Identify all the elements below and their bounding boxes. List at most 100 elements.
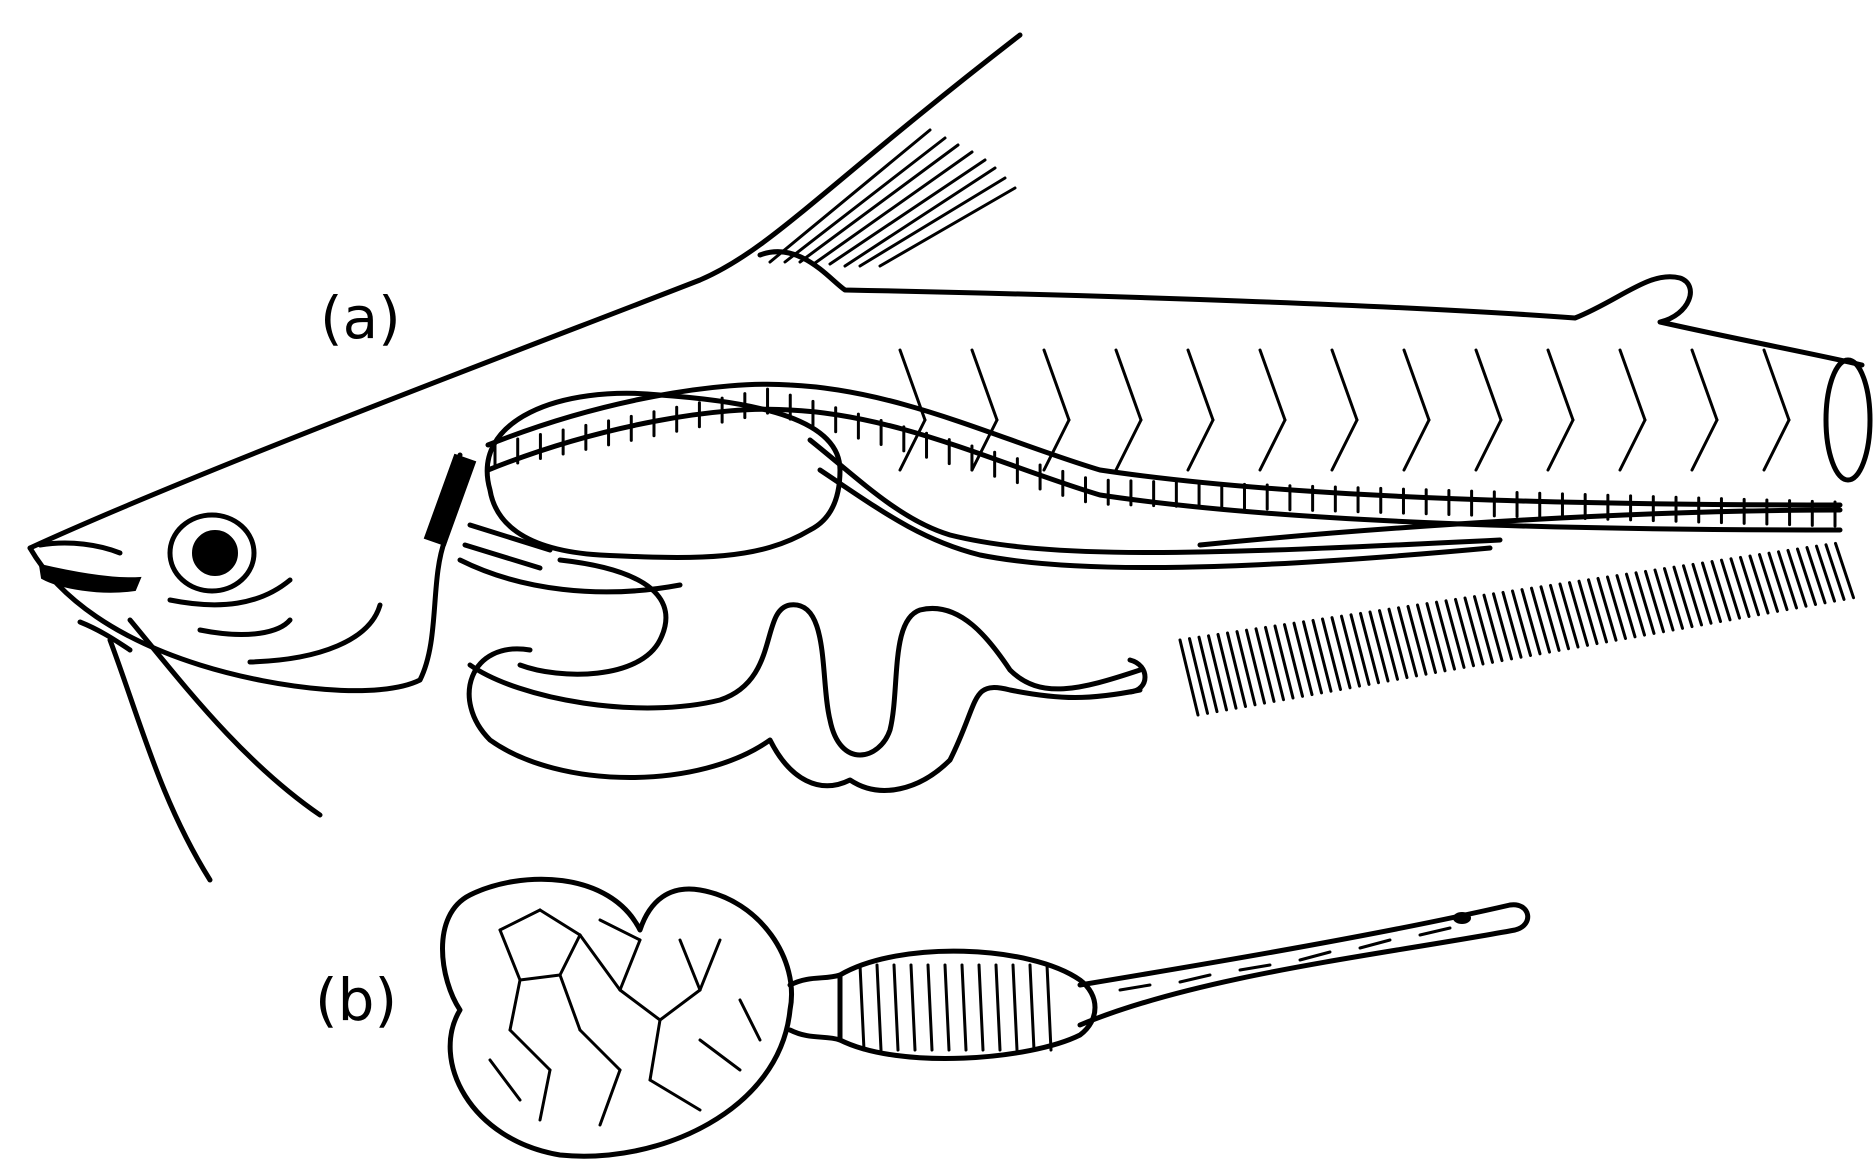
- myomere-chevron: [972, 350, 997, 420]
- bladder-cell-wall: [700, 1040, 740, 1070]
- anal-fin-ray: [1247, 630, 1265, 703]
- anal-fin-ray: [1484, 595, 1502, 660]
- anal-fin-ray: [1703, 563, 1721, 622]
- bladder-septum: [860, 965, 864, 1050]
- panel-a-label: (a): [320, 284, 401, 352]
- bladder-cell-wall: [500, 930, 520, 980]
- anal-fin-ray: [1551, 585, 1569, 648]
- anal-fin-ray: [1712, 562, 1730, 620]
- myomere-chevron: [1332, 420, 1357, 470]
- bladder-septum: [979, 965, 983, 1050]
- bladder-cell-wall: [650, 1080, 700, 1110]
- bladder-septum: [928, 965, 932, 1050]
- myomere-lines: [900, 350, 1789, 470]
- myomere-chevron: [1044, 420, 1069, 470]
- bladder-septum: [1047, 965, 1051, 1050]
- bladder-cell-wall: [650, 1020, 660, 1080]
- anal-fin-ray: [1332, 618, 1350, 688]
- anal-fin-ray: [1437, 602, 1455, 669]
- anal-fin-ray: [1475, 597, 1493, 663]
- intestine-end: [1130, 660, 1145, 692]
- bladder-septum: [877, 965, 881, 1050]
- anal-fin-ray: [1503, 592, 1521, 657]
- anal-fin-ray: [1693, 564, 1711, 623]
- anal-fin-ray: [1199, 637, 1217, 711]
- swim-bladder-detail: [443, 879, 1528, 1156]
- bladder-septum: [894, 965, 898, 1050]
- myomere-chevron: [1476, 420, 1501, 470]
- bladder-cell-wall: [660, 990, 700, 1020]
- anal-fin-ray: [1228, 633, 1246, 707]
- eye: [170, 515, 254, 591]
- myomere-chevron: [1764, 350, 1789, 420]
- anal-fin-ray: [1294, 623, 1312, 694]
- anal-fin-ray: [1627, 574, 1645, 635]
- bladder-cell-wall: [620, 990, 660, 1020]
- anal-fin-ray: [1570, 583, 1588, 646]
- anal-fin-rays: [1180, 543, 1854, 715]
- vertebral-column-bottom: [488, 409, 1840, 530]
- pectoral-spine: [425, 455, 475, 545]
- myomere-chevron: [1620, 420, 1645, 470]
- anterior-chamber-cells: [490, 910, 760, 1125]
- bladder-cell-wall: [540, 1070, 550, 1120]
- anal-fin-ray: [1636, 573, 1654, 634]
- myomere-chevron: [1764, 420, 1789, 470]
- bladder-septum: [1013, 965, 1017, 1050]
- anal-fin-ray: [1180, 640, 1198, 715]
- anal-fin-ray: [1646, 571, 1664, 631]
- posterior-chamber-septa: [860, 965, 1051, 1050]
- bladder-cell-wall: [740, 1000, 760, 1040]
- bladder-cell-wall: [580, 1030, 620, 1070]
- anal-fin-ray: [1380, 611, 1398, 680]
- myomere-chevron: [1404, 350, 1429, 420]
- dorsal-fin-rays: [770, 130, 1015, 266]
- bladder-cell-wall: [700, 940, 720, 990]
- anal-fin-ray: [1399, 608, 1417, 676]
- myomere-chevron: [1260, 420, 1285, 470]
- tail-tube-speckles: [1120, 928, 1450, 990]
- ventral-outline: [30, 540, 445, 691]
- anal-fin-ray: [1370, 612, 1388, 681]
- chamber-neck: [790, 975, 840, 1040]
- anal-fin-ray: [1779, 552, 1797, 608]
- panel-b-label: (b): [315, 966, 397, 1034]
- bladder-cell-wall: [510, 980, 520, 1030]
- anterior-chamber: [443, 879, 792, 1156]
- anal-fin-ray: [1836, 543, 1854, 597]
- myomere-chevron: [1260, 350, 1285, 420]
- bladder-septum: [962, 965, 966, 1050]
- anal-fin-ray: [1589, 580, 1607, 642]
- anal-fin-ray: [1446, 601, 1464, 668]
- mouth-lower-lip: [80, 622, 130, 650]
- anal-fin-ray: [1532, 588, 1550, 652]
- bladder-septum: [996, 965, 1000, 1050]
- anal-fin-ray: [1408, 606, 1426, 674]
- anal-fin-ray: [1826, 545, 1844, 600]
- bladder-septum: [945, 965, 949, 1050]
- cheek-line-lower: [200, 620, 290, 635]
- anal-fin-ray: [1304, 622, 1322, 693]
- anal-fin-ray: [1418, 605, 1436, 673]
- anal-fin-ray: [1190, 639, 1208, 714]
- tail-tube-tip: [1454, 913, 1470, 923]
- anal-fin-ray: [1608, 577, 1626, 639]
- anal-fin-ray: [1494, 594, 1512, 659]
- caudal-cut-end: [1826, 360, 1870, 480]
- anal-fin-ray: [1285, 625, 1303, 697]
- anal-fin-ray: [1684, 566, 1702, 625]
- anal-fin-ray: [1465, 598, 1483, 664]
- myomere-chevron: [1188, 420, 1213, 470]
- anal-fin-ray: [1351, 615, 1369, 685]
- bladder-septum: [911, 965, 915, 1050]
- anal-fin-ray: [1760, 555, 1778, 612]
- barbel-long: [110, 640, 210, 880]
- anal-fin-ray: [1427, 604, 1445, 671]
- anal-fin-ray: [1807, 548, 1825, 603]
- anal-fin-ray: [1741, 557, 1759, 614]
- anal-fin-ray: [1266, 627, 1284, 699]
- anal-fin-ray: [1788, 550, 1806, 606]
- myomere-chevron: [1116, 420, 1141, 470]
- myomere-chevron: [1548, 350, 1573, 420]
